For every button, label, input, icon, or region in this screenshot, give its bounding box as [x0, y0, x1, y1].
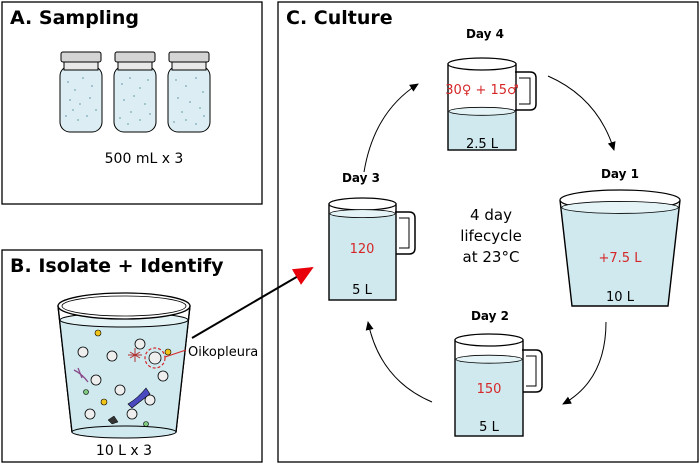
panel-culture-border — [277, 1, 699, 463]
cycle-center-line-1: 4 day — [470, 206, 512, 224]
day2-water — [455, 359, 523, 436]
day2-surface — [455, 354, 523, 364]
day3-rim — [328, 197, 397, 211]
day4-volume: 2.5 L — [466, 137, 499, 152]
beaker-day1: Day 1 +7.5 L 10 L — [559, 167, 681, 307]
beaker-day4: Day 4 30♀ + 15♂ 2.5 L — [445, 27, 537, 152]
sampling-caption: 500 mL x 3 — [105, 151, 184, 167]
panel-isolate-title: B. Isolate + Identify — [10, 255, 224, 277]
day1-surface — [561, 201, 679, 214]
cycle-arrow-day3-to-day4 — [363, 83, 419, 173]
day4-water — [448, 111, 516, 150]
panel-culture-title: C. Culture — [286, 7, 393, 29]
panel-sampling: A. Sampling — [1, 1, 263, 205]
day3-label: Day 3 — [342, 171, 380, 185]
sample-jar-2 — [113, 51, 157, 133]
day2-label: Day 2 — [471, 309, 509, 323]
day1-glass — [559, 199, 681, 307]
day1-label: Day 1 — [601, 167, 639, 181]
isolation-bucket — [57, 292, 191, 439]
day3-volume: 5 L — [352, 283, 372, 298]
day2-rim — [454, 333, 524, 347]
oikopleura-highlight-circle — [144, 347, 166, 369]
day3-surface — [329, 209, 396, 219]
day3-water — [329, 213, 396, 300]
cycle-arrow-day1-to-day2 — [562, 321, 607, 405]
cycle-arrow-day2-to-day3 — [365, 321, 433, 403]
panel-isolate: B. Isolate + Identify — [1, 249, 263, 463]
transfer-arrow — [191, 266, 314, 339]
cycle-arrow-day4-to-day1 — [547, 75, 616, 151]
panel-culture: C. Culture Day 4 30♀ + 15♂ 2.5 L Day 1 +… — [277, 1, 699, 463]
cycle-center-line-2: lifecycle — [460, 227, 522, 245]
day4-count: 30♀ + 15♂ — [445, 83, 518, 98]
cycle-center-line-3: at 23°C — [463, 248, 520, 266]
panel-sampling-border — [1, 1, 263, 205]
day1-volume: 10 L — [606, 290, 635, 305]
day4-surface — [448, 106, 516, 116]
panel-isolate-border — [1, 249, 263, 463]
beaker-day3: Day 3 120 5 L — [328, 171, 416, 301]
day1-count: +7.5 L — [599, 251, 643, 266]
plankton-organisms — [73, 329, 172, 427]
day1-water — [560, 207, 680, 306]
sample-jar-1 — [59, 51, 103, 133]
day4-label: Day 4 — [466, 27, 504, 41]
beaker-day2: Day 2 150 5 L — [454, 309, 543, 437]
oikopleura-callout-line — [164, 349, 187, 358]
panel-sampling-title: A. Sampling — [10, 7, 139, 29]
isolate-caption: 10 L x 3 — [96, 443, 152, 459]
day2-count: 150 — [477, 382, 502, 397]
day4-rim — [447, 57, 517, 71]
sample-jar-3 — [167, 51, 211, 133]
oikopleura-label: Oikopleura — [188, 345, 258, 360]
day3-count: 120 — [350, 242, 375, 257]
day2-volume: 5 L — [479, 420, 499, 435]
